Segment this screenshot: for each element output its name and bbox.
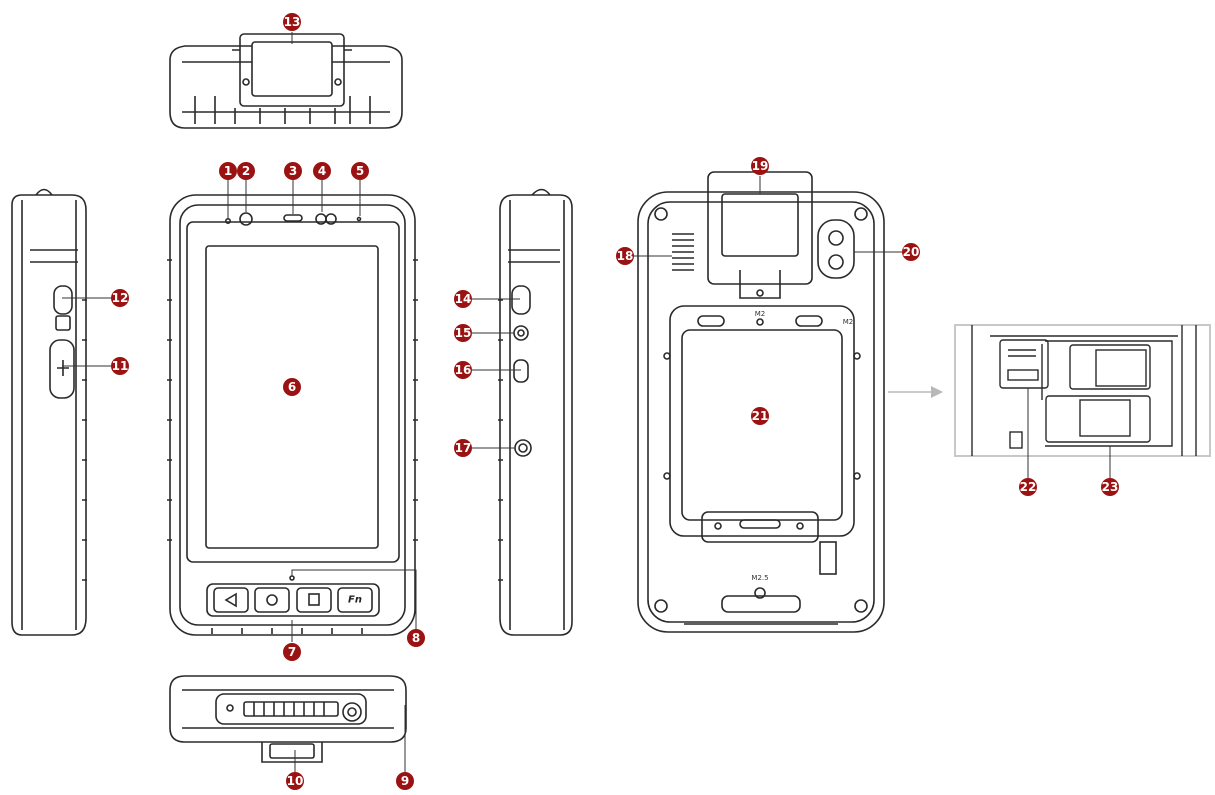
callout-7: 7	[283, 643, 301, 661]
led-indicator	[356, 216, 362, 222]
callout-20: 20	[902, 243, 920, 261]
svg-text:18: 18	[617, 249, 634, 263]
svg-text:12: 12	[112, 291, 129, 305]
callout-23: 23	[1101, 478, 1119, 496]
screw-label-m25: M2.5	[751, 574, 768, 582]
rf-connector	[342, 702, 362, 722]
volume-rocker	[49, 339, 75, 399]
battery-cover	[669, 305, 855, 537]
svg-text:16: 16	[455, 363, 472, 377]
callout-18: 18	[616, 247, 634, 265]
svg-text:14: 14	[455, 292, 472, 306]
charge-led	[289, 575, 295, 581]
fn-key-label: Fn	[348, 595, 362, 606]
callout-6: 6	[283, 378, 301, 396]
callout-3: 3	[284, 162, 302, 180]
front-view	[167, 194, 418, 636]
callout-21: 21	[751, 407, 769, 425]
callout-13: 13	[283, 13, 301, 31]
rear-camera-module	[817, 219, 855, 279]
svg-text:3: 3	[289, 164, 297, 178]
usb-port	[513, 359, 529, 383]
svg-text:8: 8	[412, 631, 420, 645]
top-view	[169, 33, 403, 129]
screw-label-m2: M2	[755, 310, 766, 318]
receiver-slot	[283, 214, 303, 222]
speaker-grill	[672, 233, 694, 271]
sim-slot-2	[1045, 395, 1151, 443]
scan-key	[514, 439, 532, 457]
callout-12: 12	[111, 289, 129, 307]
audio-jack	[513, 325, 529, 341]
svg-text:2: 2	[242, 164, 250, 178]
callout-14: 14	[454, 290, 472, 308]
callout-10: 10	[286, 772, 304, 790]
callout-19: 19	[751, 157, 769, 175]
svg-text:20: 20	[903, 245, 920, 259]
callout-1: 1	[219, 162, 237, 180]
svg-text:21: 21	[752, 409, 769, 423]
front-mic	[225, 218, 232, 225]
svg-text:23: 23	[1102, 480, 1119, 494]
svg-text:11: 11	[112, 359, 129, 373]
screw-label-m2-right: M2	[843, 318, 854, 326]
callout-22: 22	[1019, 478, 1037, 496]
callout-15: 15	[454, 324, 472, 342]
callout-17: 17	[454, 439, 472, 457]
svg-text:19: 19	[752, 159, 769, 173]
microsd-slot	[999, 339, 1049, 389]
svg-text:15: 15	[455, 326, 472, 340]
front-camera	[239, 212, 253, 226]
left-side-view	[11, 188, 87, 636]
svg-text:17: 17	[455, 441, 472, 455]
bottom-view	[169, 675, 407, 763]
svg-text:6: 6	[288, 380, 296, 394]
sim-slot-1	[1069, 344, 1151, 390]
svg-text:5: 5	[356, 164, 364, 178]
leader-lines	[62, 32, 1111, 772]
callout-11: 11	[111, 357, 129, 375]
callout-5: 5	[351, 162, 369, 180]
home-key-button	[254, 587, 290, 613]
slot-detail-view	[954, 324, 1211, 457]
recent-key-button	[296, 587, 332, 613]
right-side-key	[511, 285, 531, 315]
svg-text:10: 10	[287, 774, 304, 788]
svg-text:1: 1	[224, 164, 232, 178]
back-view	[637, 171, 885, 633]
callout-8: 8	[407, 629, 425, 647]
svg-text:22: 22	[1020, 480, 1037, 494]
callout-markers: 1 2 3 4 5 6 7 8 9 10 11 12 13 14 15 16 1…	[111, 13, 1119, 790]
fn-key-button	[337, 587, 373, 613]
callout-4: 4	[313, 162, 331, 180]
callout-9: 9	[396, 772, 414, 790]
right-side-view	[498, 188, 573, 636]
svg-text:4: 4	[318, 164, 326, 178]
svg-text:9: 9	[401, 774, 409, 788]
svg-text:13: 13	[284, 15, 301, 29]
svg-text:7: 7	[288, 645, 296, 659]
left-side-key	[53, 285, 73, 315]
callout-16: 16	[454, 361, 472, 379]
back-key-button	[213, 587, 249, 613]
pogo-pin-connector	[215, 693, 367, 725]
callout-2: 2	[237, 162, 255, 180]
light-sensor-2	[325, 213, 337, 225]
